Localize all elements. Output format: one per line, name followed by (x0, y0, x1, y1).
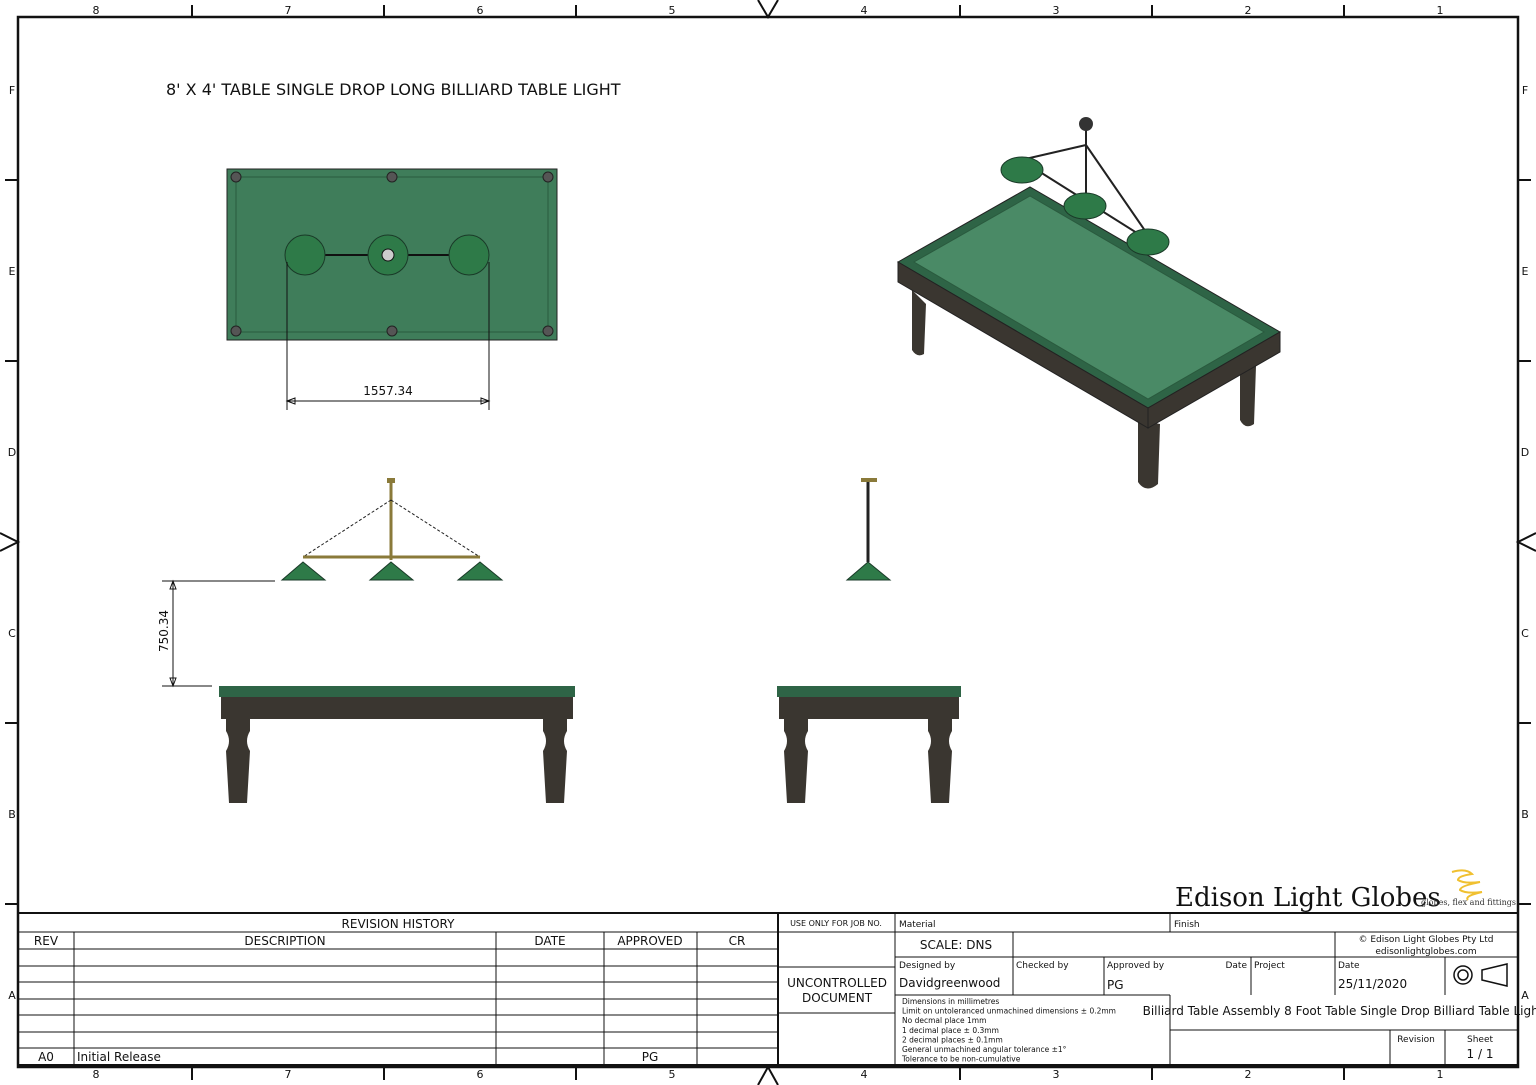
zone-row-label: C (1521, 627, 1529, 640)
zone-row-label: A (1521, 989, 1529, 1002)
website: edisonlightglobes.com (1375, 947, 1476, 957)
zone-row-label: B (8, 808, 16, 821)
header-approved: APPROVED (617, 934, 682, 948)
lamp-shades-front (280, 561, 504, 581)
revision-label: Revision (1397, 1035, 1435, 1045)
lamp-shade-side (845, 561, 892, 581)
header-cr: CR (729, 934, 746, 948)
ceiling-rose (381, 248, 395, 262)
part-title: Billiard Table Assembly 8 Foot Table Sin… (1143, 1004, 1536, 1018)
date: 25/11/2020 (1338, 977, 1407, 991)
dimension-line-spacing (285, 262, 491, 410)
top-view: 1557.34 (226, 168, 558, 410)
tolerance-note: 1 decimal place ± 0.3mm (902, 1026, 999, 1035)
table-front-apron (221, 697, 573, 719)
zone-column-label: 4 (861, 4, 868, 17)
checked-by-label: Checked by (1016, 961, 1069, 971)
company-logo: Edison Light Globes globes, flex and fit… (1175, 869, 1516, 913)
zone-column-label: 8 (93, 4, 100, 17)
tolerance-note: General unmachined angular tolerance ±1° (902, 1045, 1067, 1054)
zone-column-label: 6 (477, 4, 484, 17)
zone-row-label: E (9, 265, 16, 278)
dimension-drop: 750.34 (157, 610, 171, 652)
dimension-line-drop (162, 579, 275, 688)
tolerance-note: 2 decimal places ± 0.1mm (902, 1035, 1003, 1044)
project-label: Project (1254, 961, 1285, 971)
logo-coil-icon (1451, 869, 1483, 901)
drawing-title: 8' X 4' TABLE SINGLE DROP LONG BILLIARD … (166, 80, 621, 99)
approved-by: PG (1107, 978, 1124, 992)
zone-row-label: C (8, 627, 16, 640)
zone-row-label: F (9, 84, 15, 97)
pockets (230, 171, 554, 337)
table-front-top (219, 686, 575, 697)
uncontrolled-line1: UNCONTROLLED (787, 976, 887, 990)
zone-column-label: 3 (1053, 1068, 1060, 1081)
header-rev: REV (34, 934, 59, 948)
zone-column-label: 8 (93, 1068, 100, 1081)
scale: SCALE: DNS (920, 938, 992, 952)
designed-by: Davidgreenwood (899, 976, 1000, 990)
title-block: USE ONLY FOR JOB NO. Material Finish SCA… (777, 912, 1536, 1066)
approved-date-label: Date (1225, 961, 1247, 971)
zone-column-label: 5 (669, 1068, 676, 1081)
table-legs-front (226, 719, 567, 803)
zone-ticks (5, 5, 1531, 1080)
sheet-label: Sheet (1467, 1035, 1493, 1045)
sheet-number: 1 / 1 (1467, 1047, 1494, 1061)
logo-name: Edison Light Globes (1175, 883, 1441, 913)
approved-by-label: Approved by (1107, 961, 1165, 971)
zone-column-label: 3 (1053, 4, 1060, 17)
isometric-view (896, 117, 1281, 489)
zone-row-label: A (8, 989, 16, 1002)
zone-column-label: 6 (477, 1068, 484, 1081)
table-legs-side (784, 719, 952, 803)
tolerance-note: Dimensions in millimetres (902, 997, 999, 1006)
third-angle-projection-icon (1453, 963, 1508, 987)
row-rev: A0 (38, 1050, 54, 1064)
dimension-spacing: 1557.34 (363, 384, 413, 398)
zone-column-label: 1 (1437, 1068, 1444, 1081)
designed-by-label: Designed by (899, 961, 956, 971)
copyright: © Edison Light Globes Pty Ltd (1358, 935, 1493, 945)
tolerance-note: No decmal place 1mm (902, 1016, 986, 1025)
side-view (777, 478, 961, 803)
zone-column-label: 1 (1437, 4, 1444, 17)
tolerance-note: Tolerance to be non-cumulative (901, 1055, 1021, 1064)
zone-column-label: 7 (285, 4, 292, 17)
revision-history-title: REVISION HISTORY (342, 917, 456, 931)
zone-row-label: D (1521, 446, 1529, 459)
row-description: Initial Release (77, 1050, 161, 1064)
date-label: Date (1338, 961, 1360, 971)
header-description: DESCRIPTION (244, 934, 325, 948)
lamp-shades-iso (1000, 156, 1170, 256)
zone-column-label: 7 (285, 1068, 292, 1081)
zone-column-label: 4 (861, 1068, 868, 1081)
front-view: 750.34 (157, 478, 575, 803)
zone-column-label: 5 (669, 4, 676, 17)
zone-column-label: 2 (1245, 1068, 1252, 1081)
logo-tagline: globes, flex and fittings (1421, 898, 1516, 907)
zone-row-label: F (1522, 84, 1528, 97)
zone-row-label: D (8, 446, 16, 459)
material-label: Material (899, 920, 936, 930)
finish-label: Finish (1174, 920, 1200, 930)
zone-column-label: 2 (1245, 4, 1252, 17)
zone-row-label: E (1522, 265, 1529, 278)
job-no-label: USE ONLY FOR JOB NO. (790, 919, 882, 928)
revision-table: REVISION HISTORY REV DESCRIPTION DATE AP… (17, 912, 779, 1066)
header-date: DATE (534, 934, 565, 948)
tolerance-note: Limit on untoleranced unmachined dimensi… (902, 1007, 1116, 1016)
zone-row-label: B (1521, 808, 1529, 821)
uncontrolled-line2: DOCUMENT (802, 991, 873, 1005)
row-approved: PG (642, 1050, 659, 1064)
